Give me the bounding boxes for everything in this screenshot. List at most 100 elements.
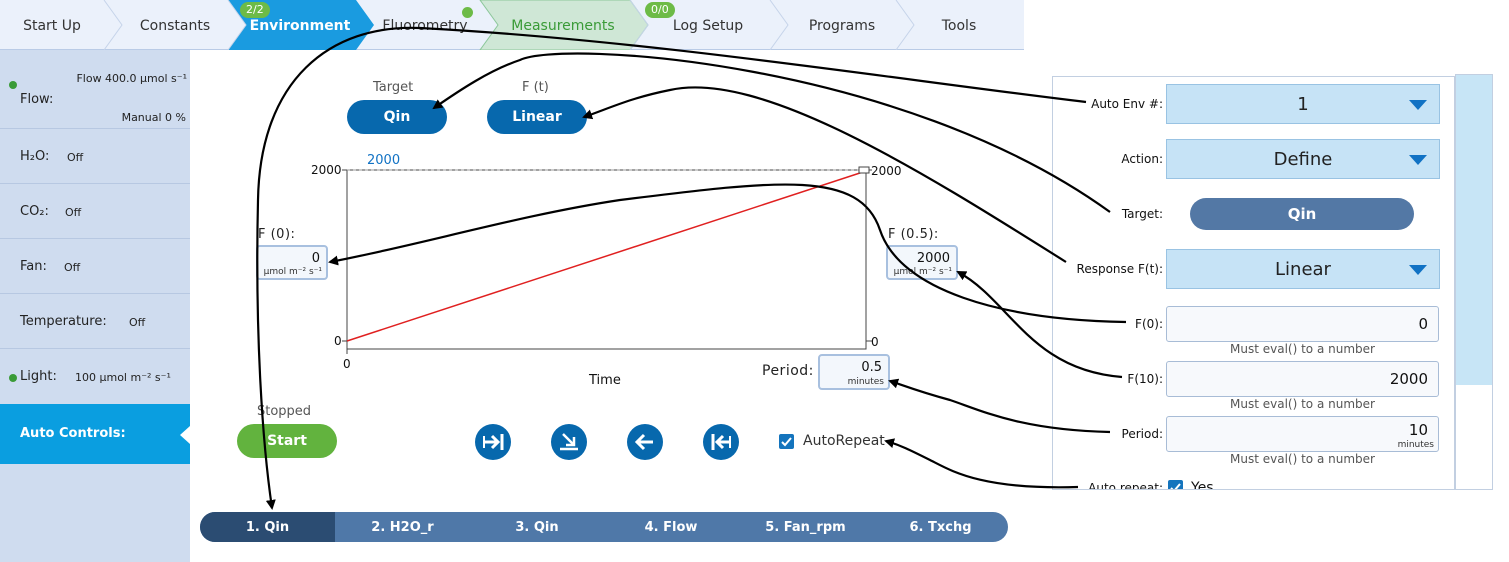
auto-env-value: 1 bbox=[1297, 93, 1309, 115]
top-navigation: Start Up Constants Environment 2/2 Fluor… bbox=[0, 0, 1024, 50]
temperature-label: Temperature: bbox=[20, 314, 107, 329]
arrow-to-bar-right-icon bbox=[483, 434, 504, 450]
program-item-5[interactable]: 5. Fan_rpm bbox=[765, 519, 846, 535]
program-item-4[interactable]: 4. Flow bbox=[644, 519, 698, 535]
f10-input-value: 2000 bbox=[1389, 370, 1428, 388]
chevron-down-icon bbox=[1409, 265, 1427, 275]
f05-value: 2000 bbox=[916, 251, 950, 266]
co2-value: Off bbox=[65, 206, 82, 219]
co2-label: CO₂: bbox=[20, 204, 49, 219]
selected-indicator bbox=[180, 426, 190, 444]
panel-scrollbar[interactable] bbox=[1455, 74, 1493, 490]
f10-hint: Must eval() to a number bbox=[1230, 397, 1375, 411]
sidebar-item-auto-controls[interactable]: Auto Controls: bbox=[0, 404, 190, 464]
period-value: 0.5 bbox=[861, 360, 882, 375]
checkmark-icon bbox=[781, 437, 792, 447]
auto-repeat-checkbox[interactable] bbox=[1168, 480, 1183, 489]
sidebar-item-h2o[interactable]: H₂O: Off bbox=[0, 129, 190, 184]
response-value: Linear bbox=[1275, 258, 1331, 280]
f0-value: 0 bbox=[311, 251, 320, 266]
sidebar-item-light[interactable]: Light: 100 µmol m⁻² s⁻¹ bbox=[0, 349, 190, 404]
light-value: 100 µmol m⁻² s⁻¹ bbox=[75, 371, 171, 384]
environment-badge: 2/2 bbox=[240, 2, 270, 18]
program-item-3[interactable]: 3. Qin bbox=[515, 519, 559, 535]
chevron-down-icon bbox=[1409, 100, 1427, 110]
f0-label: F (0): bbox=[258, 227, 296, 242]
period-panel-label: Period: bbox=[1121, 427, 1163, 441]
f0-input[interactable]: 0 bbox=[1166, 306, 1439, 342]
period-label: Period: bbox=[762, 363, 814, 379]
temperature-value: Off bbox=[129, 316, 146, 329]
log-setup-badge: 0/0 bbox=[645, 2, 675, 18]
x-axis-left-label: 0 bbox=[343, 357, 351, 371]
period-input-value: 10 bbox=[1408, 421, 1428, 439]
response-label: Response F(t): bbox=[1076, 262, 1163, 276]
program-item-1[interactable]: 1. Qin bbox=[200, 512, 335, 542]
sidebar-item-temperature[interactable]: Temperature: Off bbox=[0, 294, 190, 349]
tab-label: Constants bbox=[139, 18, 211, 34]
arrow-to-bar-left-icon bbox=[711, 434, 731, 450]
start-button[interactable]: Start bbox=[237, 424, 337, 458]
period-unit: minutes bbox=[847, 377, 884, 387]
plot-max-value: 2000 bbox=[367, 153, 401, 168]
sidebar-item-fan[interactable]: Fan: Off bbox=[0, 239, 190, 294]
scrollbar-thumb[interactable] bbox=[1456, 75, 1492, 385]
action-dropdown[interactable]: Define bbox=[1166, 139, 1440, 179]
sidebar-item-flow[interactable]: Flow 400.0 µmol s⁻¹ Flow: Manual 0 % bbox=[0, 50, 190, 129]
f10-label: F(10): bbox=[1127, 372, 1163, 386]
h2o-value: Off bbox=[67, 151, 84, 164]
period-field[interactable]: 0.5 minutes bbox=[818, 354, 890, 390]
period-hint: Must eval() to a number bbox=[1230, 452, 1375, 466]
download-tray-icon bbox=[560, 433, 578, 451]
auto-controls-label: Auto Controls: bbox=[20, 426, 126, 441]
program-item-2[interactable]: 2. H2O_r bbox=[371, 519, 434, 535]
auto-env-panel: Auto Env #: 1 Action: Define Target: Qin… bbox=[1052, 76, 1455, 490]
auto-repeat-value: Yes bbox=[1191, 480, 1214, 490]
f0-input-value: 0 bbox=[1418, 315, 1428, 333]
f0-panel-label: F(0): bbox=[1135, 317, 1163, 331]
run-status: Stopped bbox=[257, 404, 312, 419]
back-button[interactable] bbox=[627, 424, 663, 460]
save-button[interactable] bbox=[551, 424, 587, 460]
flow-manual-value: Manual 0 % bbox=[121, 111, 186, 124]
autorepeat-checkbox[interactable] bbox=[779, 434, 794, 449]
response-dropdown[interactable]: Linear bbox=[1166, 249, 1440, 289]
auto-env-label: Auto Env #: bbox=[1091, 97, 1163, 111]
light-label: Light: bbox=[20, 369, 57, 384]
flow-status-dot bbox=[9, 81, 17, 89]
f0-hint: Must eval() to a number bbox=[1230, 342, 1375, 356]
f0-field[interactable]: 0 µmol m⁻² s⁻¹ bbox=[256, 245, 328, 280]
h2o-label: H₂O: bbox=[20, 149, 50, 164]
sidebar-item-co2[interactable]: CO₂: Off bbox=[0, 184, 190, 239]
chevron-down-icon bbox=[1409, 155, 1427, 165]
tab-start-up[interactable]: Start Up bbox=[0, 0, 104, 50]
y-axis-bottom-label: 0 bbox=[334, 334, 342, 348]
flow-value: Flow 400.0 µmol s⁻¹ bbox=[76, 72, 187, 85]
checkmark-icon bbox=[1170, 483, 1181, 489]
f05-field[interactable]: 2000 µmol m⁻² s⁻¹ bbox=[886, 245, 958, 280]
light-status-dot bbox=[9, 374, 17, 382]
tab-constants[interactable]: Constants bbox=[122, 0, 228, 50]
autorepeat-label: AutoRepeat bbox=[803, 433, 885, 449]
flow-label: Flow: bbox=[20, 92, 54, 107]
arrow-left-icon bbox=[634, 433, 653, 451]
plot-response-line bbox=[346, 170, 867, 342]
skip-to-end-button[interactable] bbox=[475, 424, 511, 460]
f10-input[interactable]: 2000 bbox=[1166, 361, 1439, 397]
fan-label: Fan: bbox=[20, 259, 47, 274]
target-select-button[interactable]: Qin bbox=[1190, 198, 1414, 230]
f05-label: F (0.5): bbox=[888, 227, 939, 242]
skip-to-start-button[interactable] bbox=[703, 424, 739, 460]
auto-env-dropdown[interactable]: 1 bbox=[1166, 84, 1440, 124]
target-label: Target: bbox=[1121, 207, 1163, 221]
right-axis-top-label: 2000 bbox=[871, 164, 902, 178]
action-label: Action: bbox=[1121, 152, 1163, 166]
action-value: Define bbox=[1273, 148, 1333, 170]
period-input[interactable]: 10 minutes bbox=[1166, 416, 1439, 452]
f0-unit: µmol m⁻² s⁻¹ bbox=[263, 267, 322, 277]
fluorometry-status-dot bbox=[462, 7, 473, 18]
y-axis-top-label: 2000 bbox=[311, 163, 342, 177]
plot-drag-handle bbox=[858, 166, 870, 174]
program-item-6[interactable]: 6. Txchg bbox=[909, 519, 972, 535]
program-list: 1. Qin 2. H2O_r 3. Qin 4. Flow 5. Fan_rp… bbox=[200, 512, 1008, 542]
